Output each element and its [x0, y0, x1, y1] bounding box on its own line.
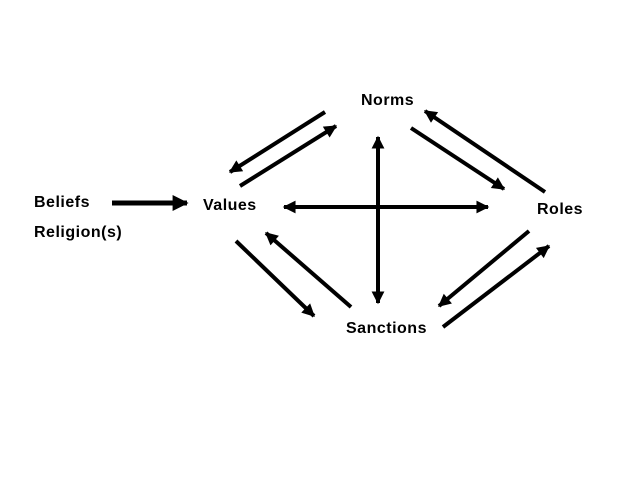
arrow-roles-to-sanctions [437, 229, 531, 308]
arrow-values-to-norms [238, 124, 338, 188]
arrow-sanctions-to-values [264, 231, 353, 309]
arrow-norms-to-values [228, 110, 327, 174]
arrow-norms-to-roles [409, 126, 506, 191]
arrow-values-to-sanctions [234, 239, 316, 318]
arrow-roles-to-norms [423, 109, 547, 194]
label-religion: Religion(s) [34, 224, 123, 241]
arrow-sanctions-to-roles [441, 244, 551, 329]
label-sanctions: Sanctions [346, 320, 427, 337]
label-values: Values [203, 197, 257, 214]
label-beliefs: Beliefs [34, 194, 90, 211]
label-roles: Roles [537, 201, 584, 218]
label-norms: Norms [361, 92, 415, 109]
